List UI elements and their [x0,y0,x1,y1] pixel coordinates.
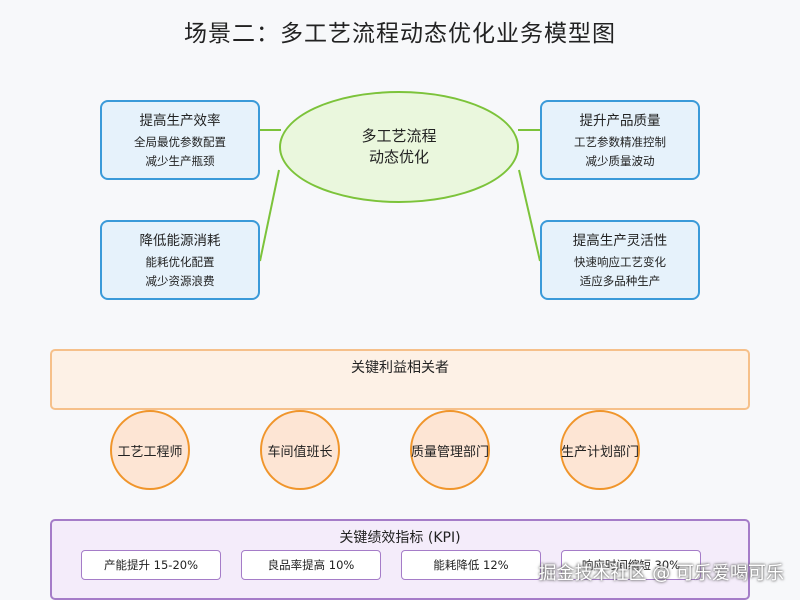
connector-energy [259,169,280,262]
stakeholders-title: 关键利益相关者 [351,360,449,376]
kpi-capacity: 产能提升 15-20% [81,550,221,580]
benefit-title: 提升产品质量 [579,113,661,129]
center-line-1: 多工艺流程 [361,127,437,145]
benefit-title: 提高生产灵活性 [572,233,668,249]
stakeholder-shift-leader: 车间值班长 [260,410,340,490]
benefit-line: 能耗优化配置 [145,255,215,269]
kpi-panel: 关键绩效指标 (KPI) 产能提升 15-20% 良品率提高 10% 能耗降低 … [50,519,750,600]
kpi-title: 关键绩效指标 (KPI) [339,530,461,546]
benefit-line: 适应多品种生产 [579,274,661,288]
benefit-efficiency: 提高生产效率 全局最优参数配置 减少生产瓶颈 [100,100,260,180]
benefit-line: 减少质量波动 [585,154,655,168]
benefit-flexibility: 提高生产灵活性 快速响应工艺变化 适应多品种生产 [540,220,700,300]
kpi-energy: 能耗降低 12% [401,550,541,580]
benefit-energy: 降低能源消耗 能耗优化配置 减少资源浪费 [100,220,260,300]
watermark: 掘金技术社区 @ 可乐爱喝可乐 [538,563,784,584]
kpi-response: 响应时间缩短 30% [561,550,701,580]
benefit-title: 降低能源消耗 [139,233,221,249]
benefit-line: 减少生产瓶颈 [145,154,215,168]
stakeholder-planning-dept: 生产计划部门 [560,410,640,490]
benefit-title: 提高生产效率 [139,113,221,129]
stakeholder-quality-dept: 质量管理部门 [410,410,490,490]
benefit-quality: 提升产品质量 工艺参数精准控制 减少质量波动 [540,100,700,180]
benefit-line: 工艺参数精准控制 [574,135,666,149]
benefit-line: 减少资源浪费 [145,274,215,288]
page-title: 场景二：多工艺流程动态优化业务模型图 [184,21,616,47]
benefit-line: 全局最优参数配置 [134,135,226,149]
center-line-2: 动态优化 [368,148,429,166]
kpi-yield: 良品率提高 10% [241,550,381,580]
connector-flexibility [518,169,541,262]
stakeholders-panel: 关键利益相关者 [50,349,750,410]
benefit-line: 快速响应工艺变化 [574,255,666,269]
stakeholder-process-engineer: 工艺工程师 [110,410,190,490]
center-node: 多工艺流程 动态优化 [279,91,519,203]
